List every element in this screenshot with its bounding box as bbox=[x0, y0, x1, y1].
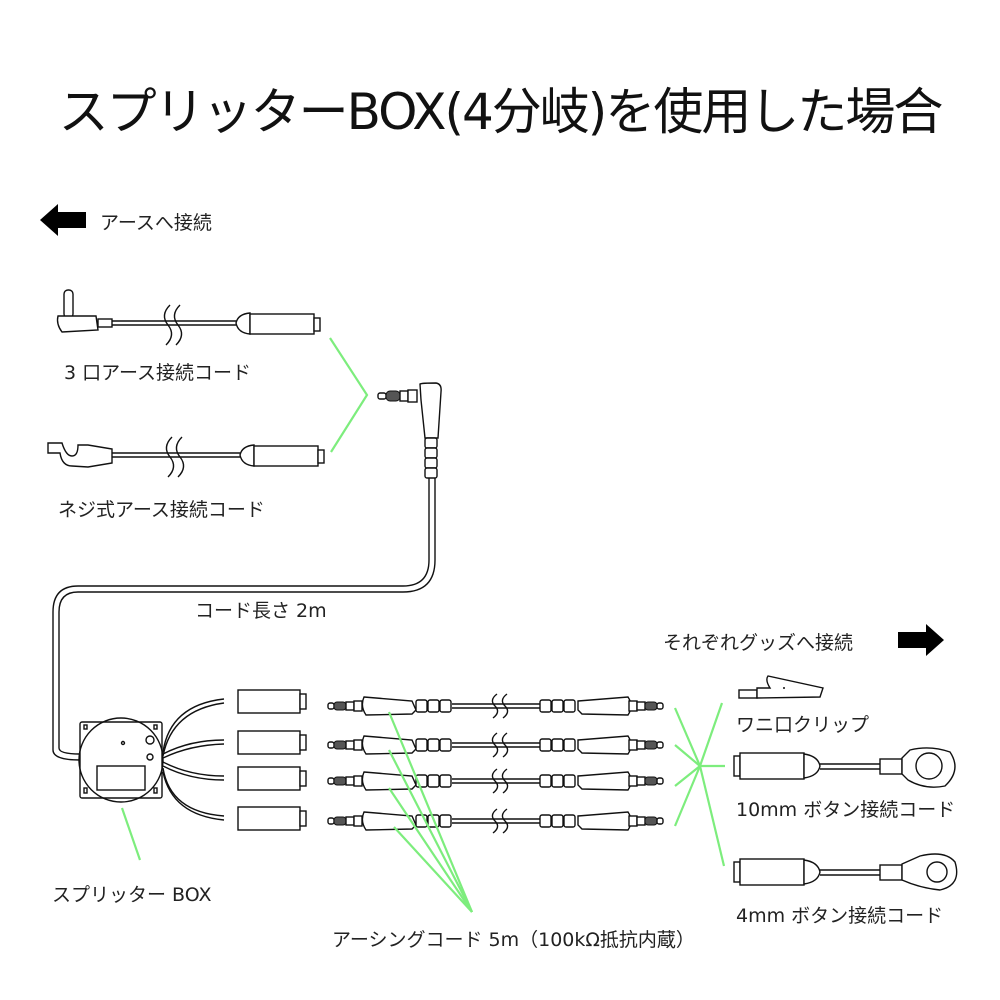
splitter-socket bbox=[237, 730, 307, 755]
page-title: スプリッターBOX(4分岐)を使用した場合 bbox=[58, 83, 944, 141]
button-4mm-label: 4mm ボタン接続コード bbox=[736, 905, 944, 927]
splitter-branches bbox=[162, 698, 225, 821]
cord-length-label: コード長さ 2m bbox=[195, 600, 327, 622]
right-angle-plug bbox=[377, 382, 442, 479]
earth-cord-3port bbox=[56, 289, 321, 346]
to-goods-label: それぞれグッズへ接続 bbox=[663, 632, 854, 654]
earth-cord-screw-label: ネジ式アース接続コード bbox=[58, 499, 265, 521]
button-cord-10mm bbox=[733, 747, 956, 788]
splitter-box-label: スプリッター BOX bbox=[52, 884, 212, 906]
leader-lines bbox=[120, 337, 726, 913]
splitter-socket bbox=[237, 766, 307, 791]
splitter-socket bbox=[237, 806, 307, 831]
button-cord-4mm bbox=[733, 853, 958, 891]
earthing-cord bbox=[327, 693, 664, 719]
earthing-cord bbox=[327, 732, 664, 758]
alligator-clip bbox=[738, 675, 824, 699]
earthing-cord bbox=[327, 768, 664, 794]
earthing-cord bbox=[327, 808, 664, 834]
alligator-clip-label: ワニ口クリップ bbox=[736, 714, 870, 736]
splitter-box bbox=[78, 717, 164, 803]
splitter-sockets bbox=[237, 689, 307, 831]
earthing-cord-label: アーシングコード 5m（100kΩ抵抗内蔵） bbox=[332, 929, 695, 951]
earth-cord-3port-label: 3 口アース接続コード bbox=[64, 362, 252, 384]
earthing-cords bbox=[327, 693, 664, 834]
arrow-left-icon bbox=[40, 204, 86, 236]
splitter-socket bbox=[237, 689, 307, 714]
arrow-right-icon bbox=[898, 624, 944, 656]
main-cord bbox=[52, 478, 430, 761]
to-earth-label: アースへ接続 bbox=[100, 212, 212, 234]
earth-cord-screw bbox=[47, 436, 325, 478]
button-10mm-label: 10mm ボタン接続コード bbox=[736, 799, 956, 821]
